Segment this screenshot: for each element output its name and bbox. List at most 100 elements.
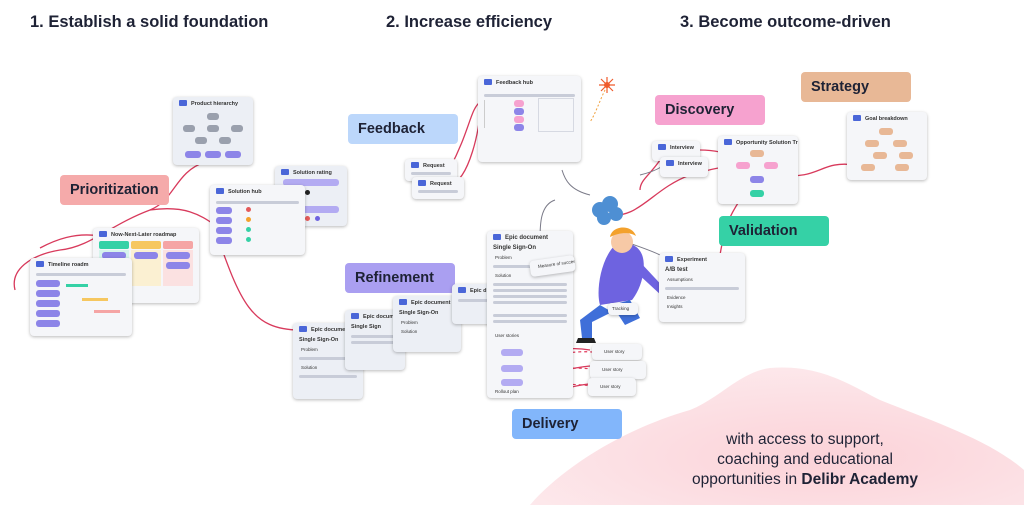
card-goal-breakdown: Goal breakdown (847, 112, 927, 180)
hierarchy-node (219, 137, 231, 144)
academy-line-1: with access to support, (726, 431, 884, 448)
epic-title: Single Sign-On (299, 337, 339, 343)
card-user-story-1: User story (592, 344, 642, 360)
tracking-label: Tracking (612, 306, 630, 311)
epic-section: Solution (301, 365, 318, 370)
card-title: Interview (652, 141, 700, 153)
wire-roadmap (39, 234, 101, 249)
card-interview-1: Interview (652, 141, 700, 161)
cycle-arrow-1 (561, 169, 591, 196)
hierarchy-node (225, 151, 241, 158)
card-experiment: Experiment A/B test Assumptions Evidence… (659, 253, 745, 322)
sparkle-icon (599, 77, 615, 93)
col-later (163, 241, 193, 249)
card-title: Epic d (452, 284, 494, 296)
card-title: Request (405, 159, 457, 171)
hierarchy-node (207, 125, 219, 132)
heading-efficiency: 2. Increase efficiency (386, 13, 553, 31)
solution-row (216, 227, 232, 234)
epic-section: Problem (495, 255, 512, 260)
solution-row (216, 207, 232, 214)
roadmap-item (166, 262, 190, 269)
timeline-row (36, 290, 60, 297)
card-solution-hub: Solution hub (210, 185, 305, 255)
card-title: Solution rating (275, 166, 347, 178)
hierarchy-node (205, 151, 221, 158)
experiment-section: Assumptions (667, 277, 693, 282)
card-title: Opportunity Solution Tree (718, 136, 798, 148)
rating-bar (283, 179, 339, 186)
hierarchy-node (231, 125, 243, 132)
solution-row (216, 217, 232, 224)
story-label: User story (600, 384, 621, 389)
card-title: Epic document (487, 231, 573, 243)
hierarchy-node (183, 125, 195, 132)
ost-node (736, 162, 750, 169)
wire-interview (699, 149, 721, 153)
rating-bar (283, 206, 339, 213)
card-title: Epic document (293, 323, 363, 335)
tag-delivery: Delivery (512, 409, 622, 439)
timeline-row (36, 320, 60, 327)
epic-section: Solution (495, 273, 512, 278)
heading-outcome: 3. Become outcome-driven (680, 13, 891, 31)
academy-line-3: opportunities in Delibr Academy (650, 470, 960, 490)
epic-section: Problem (401, 320, 418, 325)
ost-node (750, 176, 764, 183)
card-feedback-hub: Feedback hub (478, 76, 581, 162)
goal-node (879, 128, 893, 135)
tag-validation: Validation (719, 216, 829, 246)
academy-message: with access to support, coaching and edu… (650, 430, 960, 490)
card-user-story-2: User story (590, 361, 646, 379)
card-title: Timeline roadm (30, 258, 132, 270)
epic-section: Problem (301, 347, 318, 352)
experiment-section: Insights (667, 304, 683, 309)
card-title: Experiment (659, 253, 745, 265)
roadmap-item (134, 252, 158, 259)
ost-node (750, 150, 764, 157)
feedback-row (514, 108, 524, 115)
story-row (501, 349, 523, 356)
hierarchy-node (195, 137, 207, 144)
academy-link: Delibr Academy (801, 471, 919, 488)
goal-node (895, 164, 909, 171)
story-label: User story (604, 349, 625, 354)
tag-strategy: Strategy (801, 72, 911, 102)
epic-title: Single Sign-On (399, 310, 439, 316)
card-epic-back-1: Epic document Single Sign-On Problem Sol… (393, 296, 461, 352)
epic-section: Rollout plan (495, 389, 519, 394)
card-title: Now-Next-Later roadmap (93, 228, 199, 240)
card-request-2: Request (412, 177, 464, 199)
card-tracking: Tracking (608, 303, 638, 315)
goal-node (899, 152, 913, 159)
experiment-section: Evidence (667, 295, 686, 300)
epic-title: Single Sign (351, 324, 381, 330)
hierarchy-node (207, 113, 219, 120)
timeline-row (36, 310, 60, 317)
card-title: Interview (660, 157, 708, 169)
epic-section: Solution (401, 329, 418, 334)
roadmap-item (102, 252, 126, 259)
card-title: Epic document (393, 296, 461, 308)
heading-foundation: 1. Establish a solid foundation (30, 13, 269, 31)
feedback-row (514, 100, 524, 107)
ost-node (764, 162, 778, 169)
card-title: Epic docum (345, 310, 405, 322)
tag-feedback: Feedback (348, 114, 458, 144)
card-timeline-roadmap: Timeline roadm (30, 258, 132, 336)
goal-node (865, 140, 879, 147)
card-title: Product hierarchy (173, 97, 253, 109)
wire-prioritization-2 (149, 208, 216, 226)
card-request-1: Request (405, 159, 457, 181)
goal-node (873, 152, 887, 159)
academy-line-2: coaching and educational (717, 451, 893, 468)
feedback-row (514, 116, 524, 123)
tag-refinement: Refinement (345, 263, 455, 293)
wire-head-ost (604, 167, 721, 217)
hierarchy-node (185, 151, 201, 158)
goal-node (893, 140, 907, 147)
epic-title: Single Sign-On (493, 245, 536, 251)
wire-feedback-1 (449, 101, 481, 169)
story-row (501, 365, 523, 372)
timeline-row (36, 280, 60, 287)
